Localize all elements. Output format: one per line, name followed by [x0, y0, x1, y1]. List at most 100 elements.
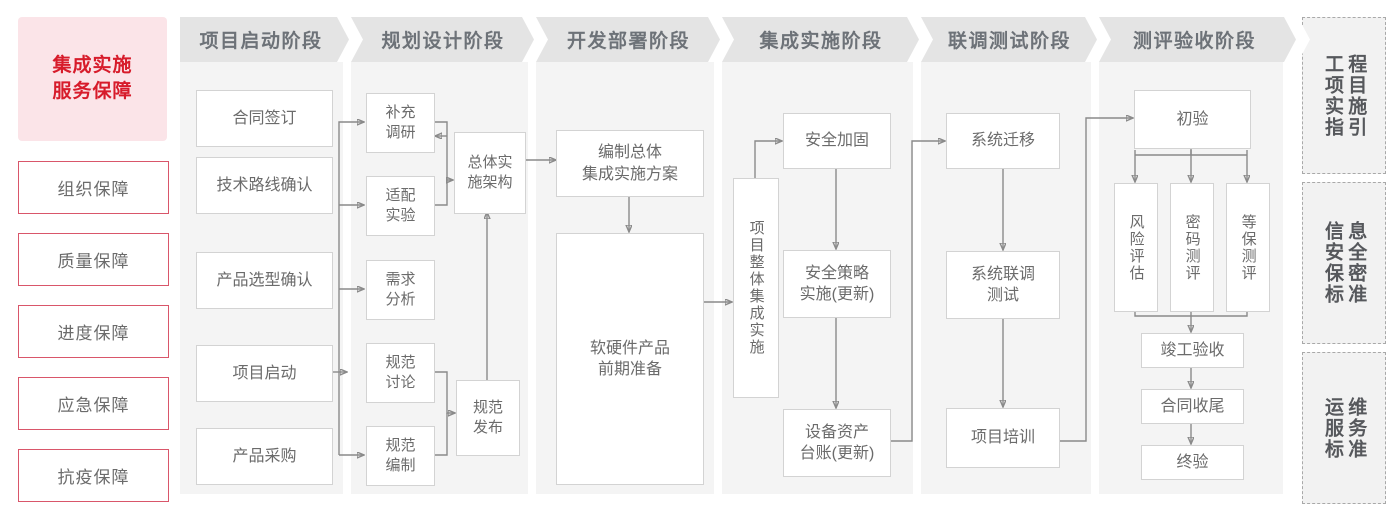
node-project-training[interactable]: 项目培训 [946, 408, 1060, 468]
standard-card-ops-service[interactable]: 维务准 运服标 [1302, 352, 1386, 504]
node-preliminary-acceptance[interactable]: 初验 [1134, 90, 1251, 149]
node-label: 实验 [385, 207, 416, 224]
node-label: 规范 [385, 437, 416, 455]
rail-item-label: 进度保障 [57, 324, 130, 343]
chevron-separator-2-icon [522, 17, 548, 62]
phase-title: 联调测试阶段 [947, 31, 1071, 52]
node-label: 前期准备 [597, 361, 662, 378]
node-security-policy-update[interactable]: 安全策略实施(更新) [783, 250, 891, 318]
node-label: 安全策略 [804, 264, 869, 282]
node-joint-debug-test[interactable]: 系统联调测试 [946, 251, 1060, 319]
standard-card-engineering-guide[interactable]: 程目施引 工项实指 [1302, 17, 1386, 174]
standard-card-infosec[interactable]: 息全密准 信安保标 [1302, 182, 1386, 344]
node-label: 发布 [472, 419, 503, 436]
node-requirement-analysis[interactable]: 需求分析 [366, 260, 435, 320]
standard-col-left: 运服标 [1322, 396, 1343, 460]
node-overall-integration[interactable]: 项目整体集成实施 [733, 178, 779, 398]
node-label: 项目启动 [232, 364, 297, 382]
node-label: 系统迁移 [970, 132, 1035, 150]
node-security-hardening[interactable]: 安全加固 [783, 113, 891, 169]
node-label: 适配 [385, 187, 416, 205]
standard-col-left: 工项实指 [1322, 53, 1343, 138]
node-label: 技术路线确认 [216, 176, 313, 194]
node-label: 补充 [385, 104, 416, 122]
phase-header-3: 开发部署阶段 [536, 17, 729, 62]
node-label: 合同收尾 [1160, 397, 1225, 415]
node-adaptation-experiment[interactable]: 适配实验 [366, 176, 435, 236]
node-contract-signing[interactable]: 合同签订 [196, 90, 333, 147]
node-label: 安全加固 [804, 132, 869, 150]
node-label: 竣工验收 [1160, 341, 1225, 359]
node-spec-release[interactable]: 规范发布 [456, 380, 520, 456]
phase-header-4: 集成实施阶段 [722, 17, 928, 62]
node-label: 合同签订 [232, 109, 297, 127]
node-supplementary-research[interactable]: 补充调研 [366, 93, 435, 153]
node-project-kickoff[interactable]: 项目启动 [196, 345, 333, 402]
standard-col-right: 维务准 [1345, 396, 1367, 460]
node-mlps-evaluation[interactable]: 等保测评 [1226, 183, 1270, 312]
chevron-separator-3-icon [708, 17, 734, 62]
rail-item-epidemic[interactable]: 抗疫保障 [18, 449, 169, 502]
node-label: 初验 [1176, 110, 1209, 128]
node-overall-architecture[interactable]: 总体实施架构 [454, 132, 526, 214]
node-product-procurement[interactable]: 产品采购 [196, 428, 333, 485]
phase-header-1: 项目启动阶段 [180, 17, 358, 62]
node-label: 需求 [385, 271, 416, 289]
standard-col-left: 信安保标 [1322, 221, 1343, 305]
node-spec-discussion[interactable]: 规范讨论 [366, 343, 435, 403]
rail-item-quality[interactable]: 质量保障 [18, 233, 169, 286]
phase-title: 项目启动阶段 [199, 31, 323, 52]
phase-header-5: 联调测试阶段 [921, 17, 1106, 62]
phase-header-2: 规划设计阶段 [351, 17, 543, 62]
node-label: 产品选型确认 [216, 271, 313, 289]
phase-title: 集成实施阶段 [759, 31, 883, 52]
rail-item-organization[interactable]: 组织保障 [18, 161, 169, 214]
node-label: 实施(更新) [799, 286, 875, 303]
node-label: 系统联调 [970, 265, 1035, 283]
node-spec-drafting[interactable]: 规范编制 [366, 426, 435, 486]
phase-header-6: 测评验收阶段 [1099, 17, 1298, 62]
rail-item-label: 应急保障 [57, 396, 130, 415]
rail-item-label: 质量保障 [57, 252, 130, 271]
chevron-separator-1-icon [337, 17, 363, 62]
standard-col-right: 息全密准 [1345, 221, 1367, 305]
node-hw-sw-preparation[interactable]: 软硬件产品前期准备 [556, 233, 704, 485]
node-completion-acceptance[interactable]: 竣工验收 [1141, 333, 1244, 368]
node-label: 项目培训 [970, 429, 1035, 447]
node-system-migration[interactable]: 系统迁移 [946, 113, 1060, 169]
rail-item-schedule[interactable]: 进度保障 [18, 305, 169, 358]
node-cryptography-evaluation[interactable]: 密码测评 [1170, 183, 1214, 312]
rail-item-emergency[interactable]: 应急保障 [18, 377, 169, 430]
node-asset-ledger-update[interactable]: 设备资产台账(更新) [783, 409, 891, 477]
node-label: 编制 [385, 457, 416, 474]
node-contract-closeout[interactable]: 合同收尾 [1141, 389, 1244, 424]
node-label: 台账(更新) [799, 445, 875, 462]
node-label: 施架构 [467, 174, 513, 191]
phase-title: 规划设计阶段 [381, 31, 505, 52]
node-label: 测试 [986, 287, 1019, 304]
node-final-acceptance[interactable]: 终验 [1141, 445, 1244, 480]
chevron-separator-5-icon [1085, 17, 1111, 62]
standard-col-right: 程目施引 [1345, 53, 1367, 138]
node-label: 讨论 [385, 374, 416, 391]
node-label: 项目整体集成实施 [747, 220, 765, 356]
node-label: 产品采购 [232, 447, 297, 465]
hero-line-2: 服务保障 [52, 81, 133, 102]
node-label: 终验 [1176, 453, 1209, 471]
rail-item-label: 组织保障 [57, 180, 130, 199]
chevron-separator-4-icon [907, 17, 933, 62]
node-label: 总体实 [467, 154, 513, 172]
hero-card: 集成实施 服务保障 [18, 17, 167, 141]
chevron-separator-6-icon [1284, 17, 1310, 62]
guarantee-rail: 集成实施 服务保障 组织保障 质量保障 进度保障 应急保障 抗疫保障 [18, 17, 169, 502]
node-label: 规范 [385, 354, 416, 372]
node-label: 设备资产 [804, 423, 869, 441]
node-product-selection[interactable]: 产品选型确认 [196, 252, 333, 309]
phase-title: 测评验收阶段 [1132, 31, 1256, 52]
node-tech-route-confirm[interactable]: 技术路线确认 [196, 157, 333, 214]
node-draft-integration-plan[interactable]: 编制总体集成实施方案 [556, 130, 704, 197]
rail-item-label: 抗疫保障 [57, 468, 130, 487]
node-label: 软硬件产品 [589, 339, 670, 357]
node-risk-assessment[interactable]: 风险评估 [1114, 183, 1158, 312]
